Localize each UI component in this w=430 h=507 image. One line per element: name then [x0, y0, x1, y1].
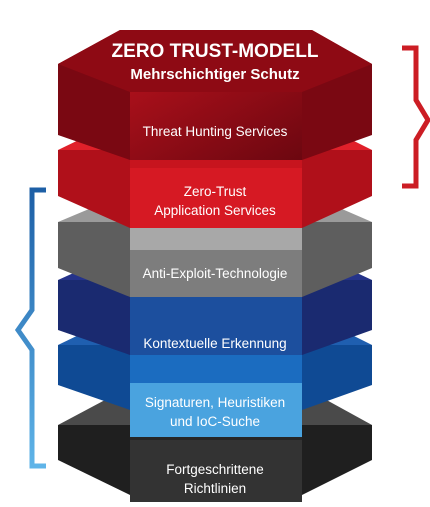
- bracket-red: [402, 45, 430, 189]
- layer-label-6a: Fortgeschrittene: [166, 462, 264, 477]
- layer-label-6b: Richtlinien: [184, 481, 246, 496]
- layer-label-1: Threat Hunting Services: [143, 124, 288, 139]
- bracket-blue: [14, 187, 46, 469]
- layer-threat-hunting: [58, 30, 372, 160]
- diagram-title: ZERO TRUST-MODELL: [112, 41, 319, 62]
- layer-label-2a: Zero-Trust: [184, 184, 247, 199]
- layer-label-4: Kontextuelle Erkennung: [143, 336, 286, 351]
- diagram-subtitle: Mehrschichtiger Schutz: [130, 66, 299, 83]
- layer-label-2b: Application Services: [154, 203, 276, 218]
- layer-label-5a: Signaturen, Heuristiken: [145, 395, 285, 410]
- layer-label-5b: und IoC-Suche: [170, 414, 260, 429]
- layer-label-3: Anti-Exploit-Technologie: [143, 266, 288, 281]
